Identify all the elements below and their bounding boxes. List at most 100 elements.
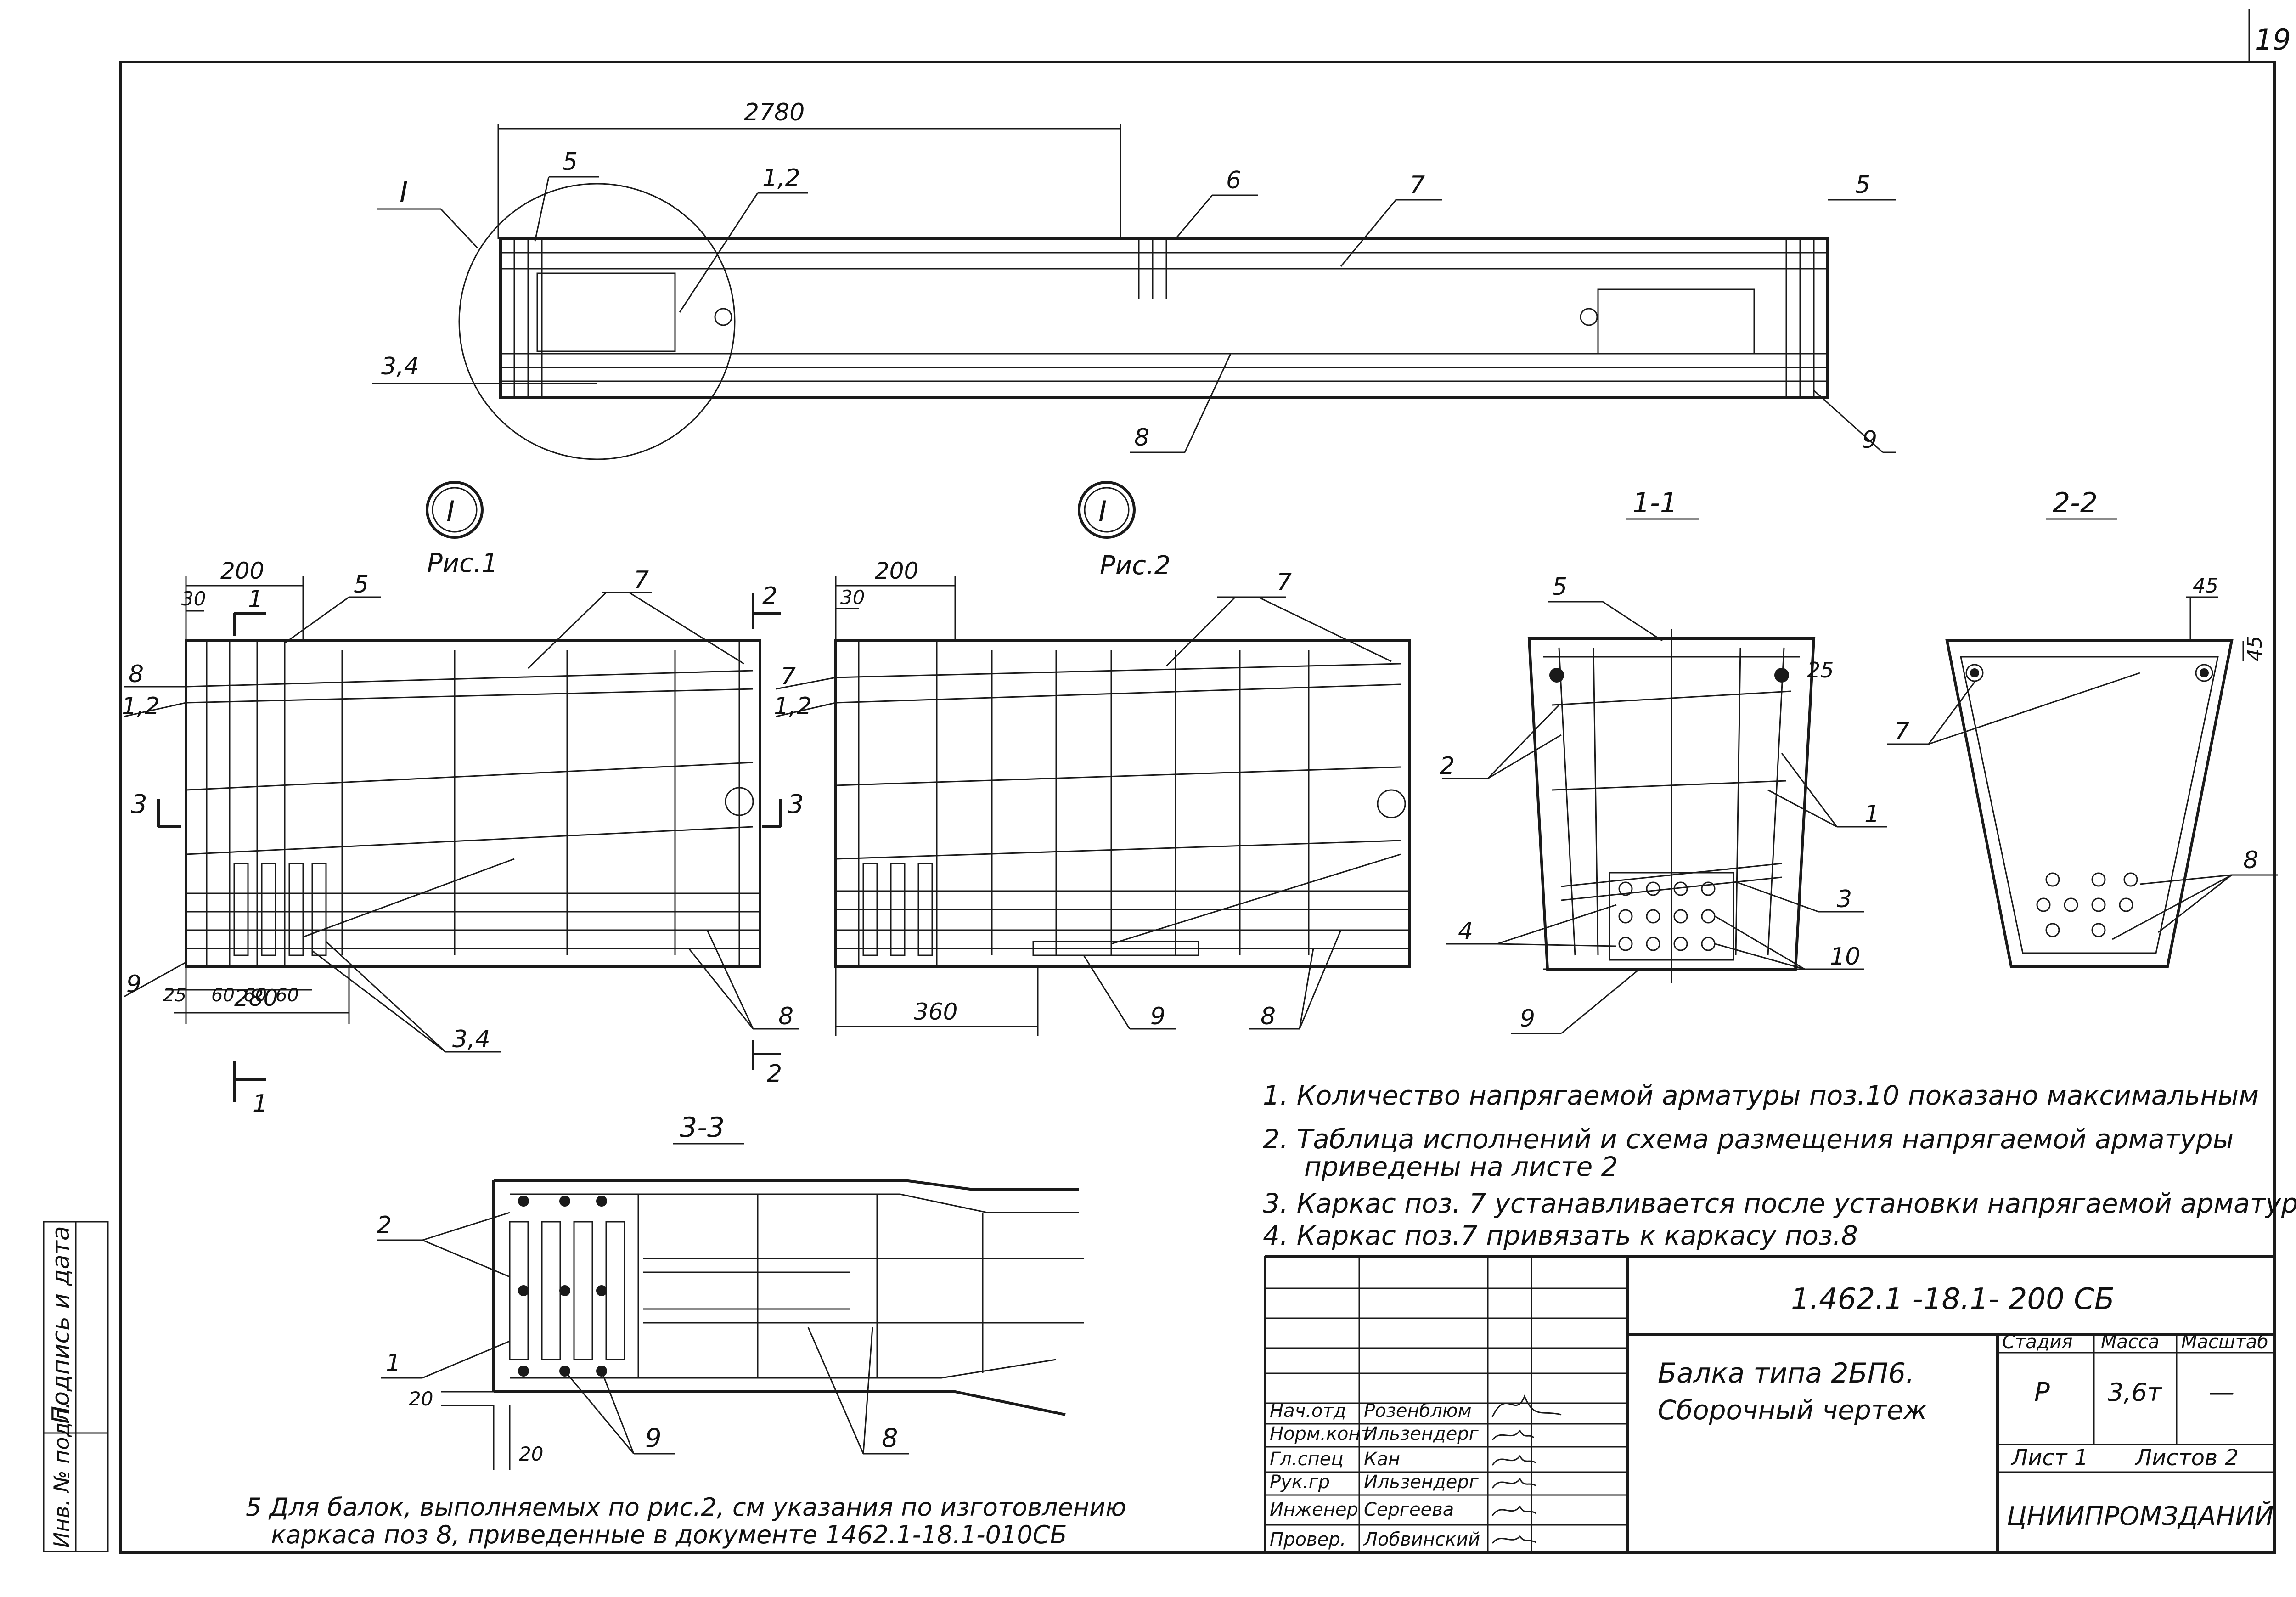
s22-label-7: 7 — [1894, 718, 1909, 745]
strand-grid — [1609, 872, 1734, 961]
scale-value: — — [2209, 1377, 2234, 1407]
s11-label-25: 25 — [1807, 658, 1834, 683]
page-number: 19 — [2255, 23, 2291, 56]
fig1-label-7: 7 — [634, 566, 649, 594]
fig2-label-9: 9 — [1150, 1003, 1165, 1030]
stage-header: Стадия — [2002, 1332, 2072, 1353]
drawing-title-1: Балка типа 2БП6. — [1658, 1357, 1914, 1389]
fig1-dim-25: 25 — [163, 985, 186, 1006]
section-3-3: 3-3 2 1 9 8 20 — [377, 1112, 1084, 1470]
fig1-dim-200: 200 — [220, 558, 264, 584]
s33-dim-20a: 20 — [409, 1388, 433, 1410]
fig1-label-9: 9 — [126, 971, 141, 998]
handwritten-signature-2 — [1491, 1455, 1536, 1466]
sig-role-1: Норм.конт. — [1270, 1423, 1377, 1445]
fig1-section-1-bottom: 1 — [253, 1090, 268, 1117]
handwritten-signature-1 — [1491, 1429, 1535, 1440]
s33-label-9: 9 — [645, 1423, 662, 1453]
fig2-callout-I: I — [1098, 495, 1107, 528]
fig1-section-3-right: 3 — [788, 790, 804, 819]
s33-dim-20b: 20 — [519, 1443, 543, 1465]
fig1-caption: Рис.1 — [427, 548, 498, 578]
note-5-line-1: 5 Для балок, выполняемых по рис.2, см ук… — [246, 1493, 1126, 1522]
s11-label-3: 3 — [1837, 886, 1852, 913]
sig-role-5: Провер. — [1270, 1529, 1346, 1550]
s22-dim-45b: 45 — [2243, 636, 2267, 661]
sheets-total: Листов 2 — [2134, 1445, 2239, 1471]
sig-name-1: Ильзендерг — [1364, 1423, 1479, 1445]
organization: ЦНИИПРОМЗДАНИЙ — [2007, 1501, 2274, 1531]
sig-name-3: Ильзендерг — [1364, 1472, 1479, 1493]
fig1-section-2-bottom: 2 — [767, 1060, 782, 1088]
scale-header: Масштаб — [2181, 1332, 2268, 1353]
fig1-label-8: 8 — [129, 660, 144, 688]
label-6-top: 6 — [1226, 167, 1241, 194]
fig1-callout-I: I — [446, 495, 455, 528]
note-4: 4. Каркас поз.7 привязать к каркасу поз.… — [1263, 1220, 1858, 1251]
handwritten-signature-4 — [1491, 1505, 1536, 1516]
label-5-top-left: 5 — [563, 148, 578, 176]
s11-label-5: 5 — [1552, 573, 1567, 601]
s33-label-8: 8 — [882, 1423, 898, 1453]
label-1-2-top: 1,2 — [762, 164, 800, 192]
fig1-dim-60a: 60 — [211, 985, 235, 1006]
fig2-label-8: 8 — [1261, 1003, 1276, 1030]
label-5-top-right: 5 — [1855, 171, 1870, 199]
s22-label-8: 8 — [2243, 846, 2258, 874]
section-2-2-title: 2-2 — [2053, 487, 2098, 519]
sig-role-3: Рук.гр — [1270, 1472, 1330, 1493]
note-5: 5 Для балок, выполняемых по рис.2, см ук… — [246, 1493, 1126, 1549]
section-1-1: 1-1 5 25 2 1 3 4 — [1440, 487, 1887, 1034]
s11-label-9: 9 — [1520, 1005, 1535, 1033]
fig1-dim-60b: 60 — [243, 985, 267, 1006]
top-elevation-view: 2780 I 5 1,2 6 7 — [372, 99, 1896, 460]
sig-name-5: Лобвинский — [1363, 1529, 1480, 1550]
s33-label-2: 2 — [377, 1212, 392, 1239]
figure-2-detail: I Рис.2 200 30 360 — [774, 481, 1411, 1036]
sig-role-0: Нач.отд — [1270, 1400, 1346, 1422]
note-2: 2. Таблица исполнений и схема размещения… — [1263, 1123, 2234, 1155]
sig-role-2: Гл.спец — [1270, 1449, 1344, 1470]
fig1-label-8-bottom: 8 — [778, 1003, 793, 1030]
mass-value: 3,6т — [2108, 1378, 2162, 1407]
stamp-signature-date: Подпись и дата — [47, 1226, 75, 1424]
label-3-4-top: 3,4 — [381, 353, 419, 380]
fig2-dim-200: 200 — [875, 558, 918, 584]
sheet-number: Лист 1 — [2010, 1445, 2088, 1471]
s11-label-4: 4 — [1458, 918, 1473, 945]
fig2-label-7b: 7 — [781, 663, 796, 690]
fig2-dim-360: 360 — [914, 999, 957, 1025]
s11-label-1: 1 — [1864, 801, 1880, 828]
figure-1-detail: I Рис.1 200 30 280 — [122, 481, 804, 1117]
mass-header: Масса — [2101, 1332, 2160, 1353]
s33-label-1: 1 — [386, 1349, 401, 1377]
section-1-1-title: 1-1 — [1632, 487, 1677, 519]
sig-name-2: Кан — [1364, 1449, 1400, 1470]
s11-label-2: 2 — [1440, 752, 1455, 780]
section-3-3-title: 3-3 — [680, 1112, 725, 1144]
note-1: 1. Количество напрягаемой арматуры поз.1… — [1263, 1080, 2259, 1111]
fig1-label-1-2: 1,2 — [122, 693, 160, 720]
fig2-label-1-2: 1,2 — [774, 693, 812, 720]
sig-name-4: Сергеева — [1364, 1499, 1454, 1520]
fig1-label-5: 5 — [354, 571, 369, 598]
note-3: 3. Каркас поз. 7 устанавливается после у… — [1263, 1188, 2296, 1219]
fig1-label-3-4: 3,4 — [452, 1026, 490, 1053]
handwritten-signature-3 — [1491, 1478, 1536, 1489]
fig1-section-2-top: 2 — [762, 582, 777, 610]
fig1-section-1-top: 1 — [248, 586, 263, 613]
callout-I-top: I — [400, 175, 408, 209]
stage-value: Р — [2034, 1377, 2050, 1407]
note-2-cont: приведены на листе 2 — [1304, 1151, 1618, 1182]
note-5-line-2: каркаса поз 8, приведенные в документе 1… — [271, 1520, 1067, 1549]
dim-2780: 2780 — [744, 99, 805, 126]
fig2-label-7a: 7 — [1277, 569, 1292, 596]
strand-pattern-2-2 — [2036, 872, 2138, 937]
sig-role-4: Инженер — [1270, 1499, 1358, 1520]
fig2-dim-30: 30 — [840, 586, 865, 609]
s22-dim-45a: 45 — [2193, 574, 2218, 598]
fig1-dim-30: 30 — [181, 587, 206, 610]
handwritten-signature-5 — [1491, 1535, 1536, 1544]
